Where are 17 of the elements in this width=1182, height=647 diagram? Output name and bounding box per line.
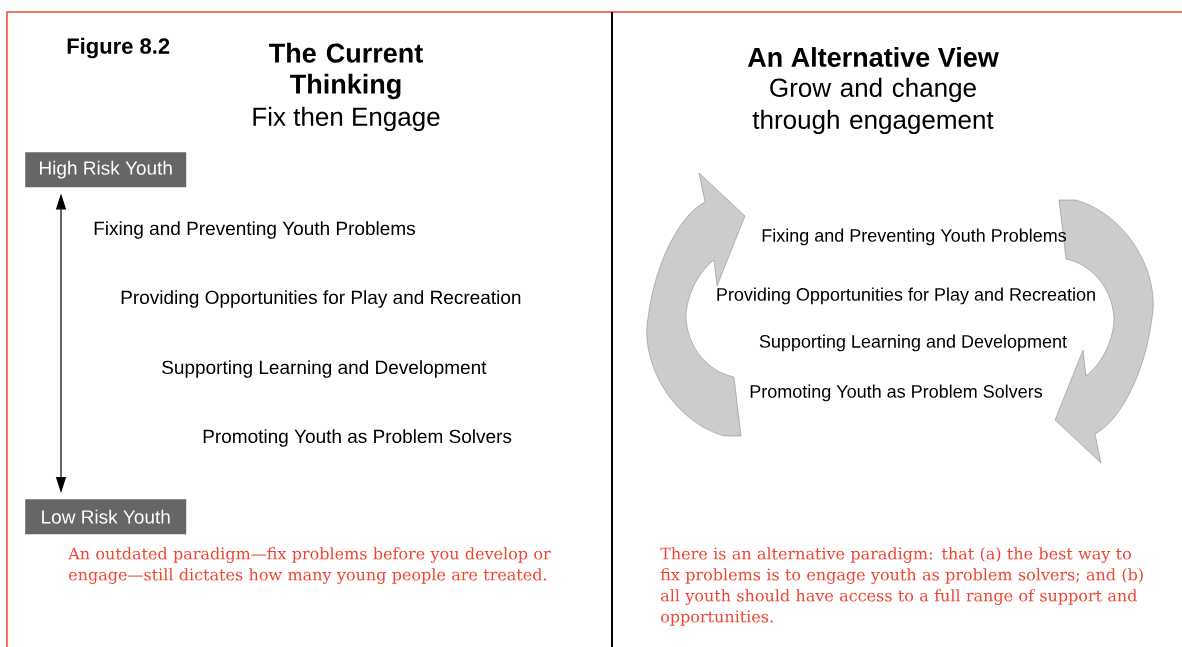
category-text: Fixing and Preventing Youth Problems <box>762 228 1067 246</box>
category-text: Supporting Learning and Development <box>759 334 1067 352</box>
panel-subtitle: Grow and change through engagement <box>752 77 994 135</box>
caption-text: There is an alternative paradigm: that (a) the best way to fix problems is to engage youth as problem solvers; and (b) all youth should have access to a full range of support and opportunities. <box>660 547 1143 626</box>
panel-subtitle: Fix then Engage <box>253 106 440 132</box>
risk-level-box: High Risk Youth <box>25 152 187 188</box>
caption-text: An outdated paradigm—fix problems before you develop or engage—still dictates how many young people are treated. <box>68 547 551 584</box>
panel-title: The Current Thinking <box>269 42 423 100</box>
risk-level-box: Low Risk Youth <box>25 499 187 535</box>
figure-number: Figure 8.2 <box>67 37 170 59</box>
category-text: Supporting Learning and Development <box>162 360 487 378</box>
category-text: Promoting Youth as Problem Solvers <box>203 429 512 447</box>
category-text: Promoting Youth as Problem Solvers <box>750 384 1043 402</box>
panel-title: An Alternative View <box>747 47 999 67</box>
category-text: Providing Opportunities for Play and Recreation <box>121 290 521 308</box>
category-text: Providing Opportunities for Play and Recreation <box>717 287 1095 305</box>
category-text: Fixing and Preventing Youth Problems <box>94 221 415 239</box>
